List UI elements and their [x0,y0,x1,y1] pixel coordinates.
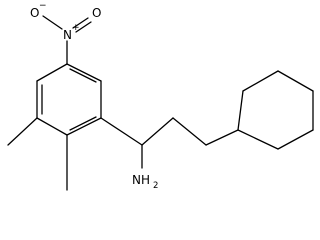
structure-diagram: O − N + O NH 2 [7,1,314,191]
cyclohexane-ring [237,70,314,150]
nitro-oxygen-right-label: O [92,6,101,20]
methyl-bond-left [7,117,38,146]
ring-double-bond-top [69,68,97,83]
ring-to-ch-bond [100,117,143,146]
ch-to-ch2-bond [141,117,174,146]
ring-bond-top-right [66,63,102,82]
nitro-group: O − N + O [30,1,101,65]
cyclohexane-bond-5 [242,70,279,92]
nitrogen-oxygen-right-double-bond-a [72,17,89,29]
nitrogen-oxygen-right-double-bond-b [75,21,92,33]
benzene-ring [36,63,102,136]
molecule-drawing: O − N + O NH 2 [7,1,314,191]
cyclohexane-bond-4 [277,70,314,92]
amine-subscript: 2 [153,181,158,191]
ring-bond-bottom-right [66,117,102,136]
cyclohexane-bond-1 [237,129,279,150]
nitro-oxygen-left-label: O [30,6,39,20]
ring-bond-bottom-left [36,117,68,136]
side-chain: NH 2 [100,117,239,191]
methyl-groups [7,117,68,191]
ch2-to-ch2-bond [172,117,207,146]
ch2-to-cyclohexyl-bond [205,129,239,146]
amine-label: NH [132,173,150,187]
nitro-oxygen-left-charge: − [39,1,47,11]
nitrogen-oxygen-left-bond [42,15,63,30]
cyclohexane-bond-2 [277,129,314,150]
nitro-nitrogen-charge: + [72,23,80,33]
nitro-nitrogen-label: N [63,28,72,42]
ring-double-bond-bottom [69,116,97,131]
cyclohexane-bond-6 [237,90,244,131]
ring-bond-top-left [36,63,68,82]
